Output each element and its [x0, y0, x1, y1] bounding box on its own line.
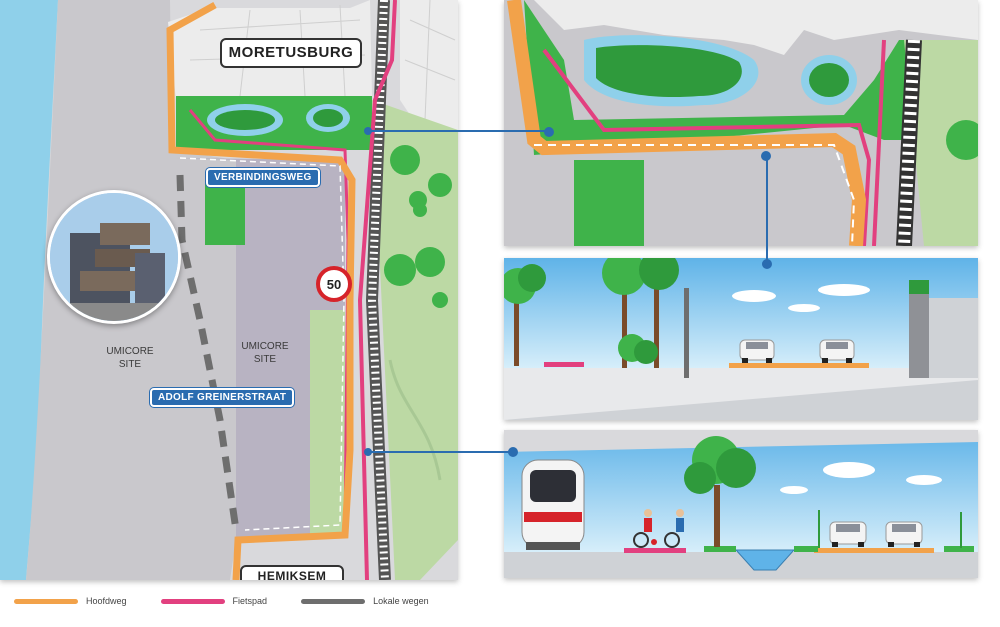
- cross-section-1-canvas: [504, 258, 978, 420]
- legend-label-lokale-wegen: Lokale wegen: [373, 596, 429, 606]
- legend-label-fietspad: Fietspad: [232, 596, 268, 606]
- bike-path: [357, 0, 397, 580]
- main-road-2: [814, 548, 934, 553]
- building-illustration: [50, 193, 178, 321]
- river: [0, 0, 58, 580]
- site-label-left: UMICORE SITE: [106, 346, 154, 370]
- legend-swatch-fietspad: [160, 598, 225, 604]
- road-label-verbindingsweg: VERBINDINGSWEG: [206, 168, 320, 187]
- tree-group-1: [504, 258, 679, 368]
- legend-swatch-lokale-wegen: [301, 598, 366, 604]
- speed-limit-value: 50: [326, 276, 342, 292]
- zoom-map-canvas: [504, 0, 978, 246]
- cross-section-verbindingsweg: [504, 258, 978, 420]
- tram: [521, 459, 585, 550]
- local-road: [176, 174, 240, 531]
- zoom-main-road: [507, 0, 867, 246]
- road-label-adolf-greinerstraat: ADOLF GREINERSTRAAT: [150, 388, 295, 407]
- place-label-hemiksem: HEMIKSEM: [240, 565, 344, 580]
- bike-lane-1: [544, 362, 584, 367]
- legend: Hoofdweg Fietspad Lokale wegen: [14, 596, 429, 606]
- clouds-1: [732, 284, 870, 312]
- cross-section-adolf-greinerstraat: [504, 430, 978, 578]
- main-road: [166, 1, 356, 580]
- legend-swatch-hoofdweg: [14, 598, 78, 604]
- building-photo: [47, 190, 181, 324]
- zoom-map-panel: [504, 0, 978, 246]
- legend-label-hoofdweg: Hoofdweg: [86, 596, 127, 606]
- legend-item-hoofdweg: Hoofdweg: [14, 596, 127, 606]
- clouds-2: [780, 462, 942, 494]
- car-4: [885, 521, 923, 547]
- site-label-right: UMICORE SITE: [241, 341, 289, 365]
- umicore-site-area: [176, 158, 345, 540]
- legend-item-fietspad: Fietspad: [160, 596, 268, 606]
- car-2: [819, 339, 855, 363]
- place-label-moretusburg: MORETUSBURG: [220, 38, 362, 68]
- main-road-1: [729, 363, 869, 368]
- car-3: [829, 521, 867, 547]
- car-1: [739, 339, 775, 363]
- bike-lane-2: [624, 548, 686, 553]
- speed-limit-sign: 50: [316, 266, 352, 302]
- zoom-park-green: [524, 0, 978, 155]
- tree-2: [684, 436, 756, 547]
- cyclist-1: [633, 509, 657, 548]
- cross-section-2-canvas: [504, 430, 978, 578]
- legend-item-lokale-wegen: Lokale wegen: [301, 596, 429, 606]
- cyclist-2: [664, 509, 684, 548]
